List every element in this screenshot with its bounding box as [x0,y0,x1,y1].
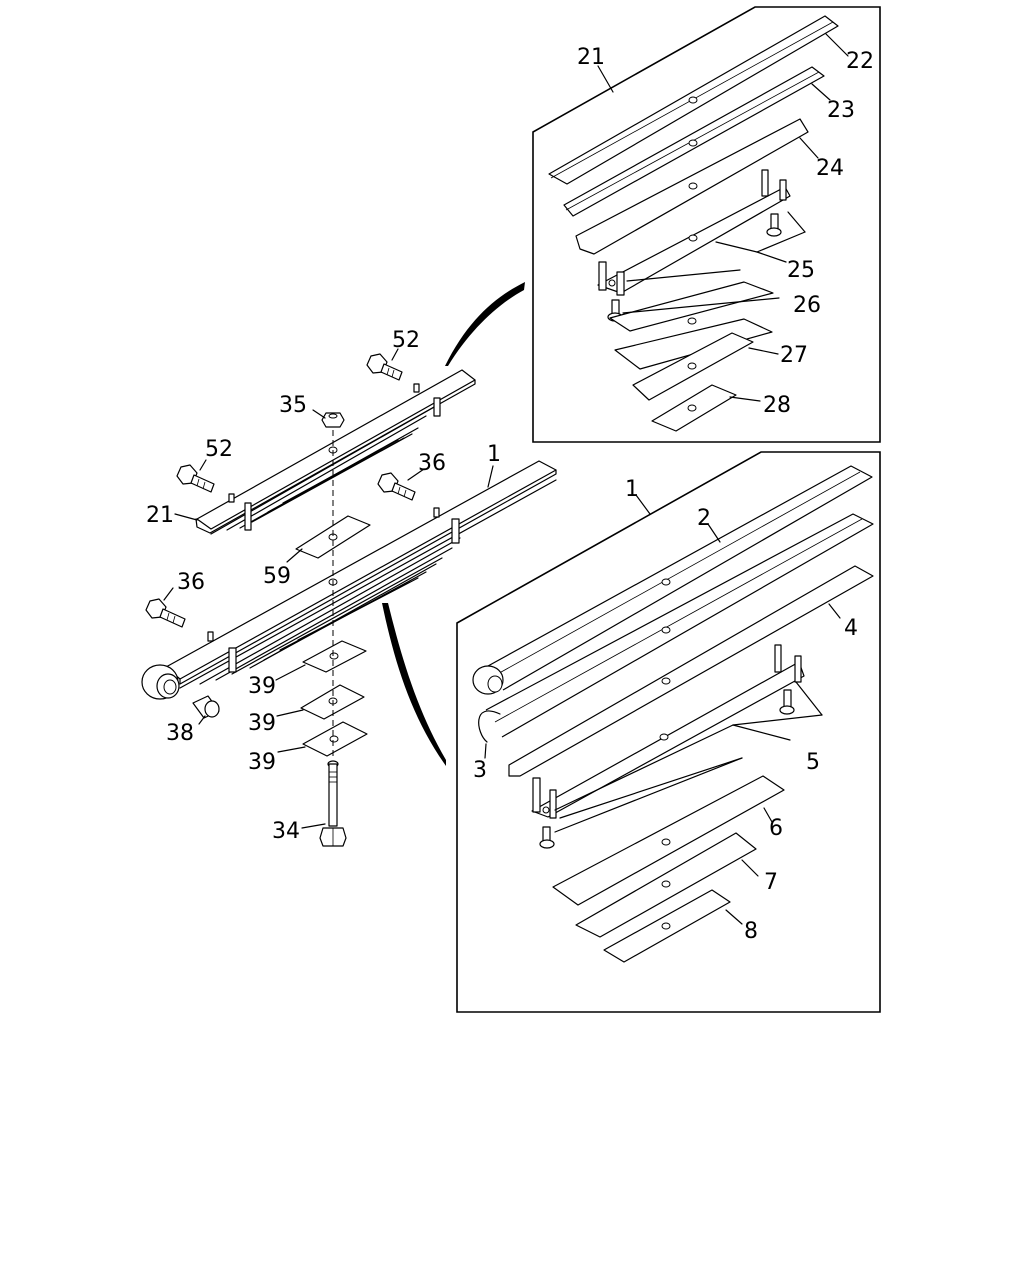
callout-8: 8 [744,919,758,944]
leaf-7 [575,832,757,938]
leaf-4 [508,565,874,777]
leaf-23 [563,66,825,217]
main-inset-frame [456,451,881,1013]
bolt-52-lower [176,464,215,493]
callout-35: 35 [279,393,307,418]
callout-21-inset: 21 [577,45,605,70]
leaf-6 [552,775,785,906]
callout-39-a: 39 [248,674,276,699]
bolt-36-lower [145,598,186,628]
leaf-24 [575,118,809,255]
callout-24: 24 [816,156,844,181]
leaf-2-with-eye [472,465,873,695]
shim-39-a [302,640,367,673]
callout-38: 38 [166,721,194,746]
callout-28: 28 [763,393,791,418]
main-spring-assembly [141,460,557,719]
bolt-36-upper [377,472,416,501]
callout-22: 22 [846,49,874,74]
leaf-28 [651,384,737,432]
bolt-52-upper [366,353,403,381]
helper-inset-leaders [597,33,849,402]
callout-36-lower: 36 [177,570,205,595]
callout-23: 23 [827,98,855,123]
callout-27: 27 [780,343,808,368]
helper-spring-inset [532,6,881,443]
leaf-22 [548,15,839,185]
helper-inset-frame [532,6,881,443]
callout-59: 59 [263,564,291,589]
leaf-5-with-clips [531,644,805,849]
callout-5: 5 [806,750,820,775]
callout-39-b: 39 [248,711,276,736]
callout-39-c: 39 [248,750,276,775]
callout-34: 34 [272,819,300,844]
leaf-8 [603,889,731,963]
left-leaders [163,348,494,829]
callout-36-upper: 36 [418,451,446,476]
upper-swoosh [445,282,525,366]
callout-1-main: 1 [487,442,501,467]
main-inset-leaders [484,494,841,925]
nut-35 [321,412,345,428]
helper-spring-assembly [176,353,476,535]
shim-39-c [302,721,368,757]
callout-52-upper: 52 [392,328,420,353]
leaf-27 [632,332,754,401]
callout-3: 3 [473,758,487,783]
leaf-3-with-eye [478,513,874,743]
bushing-38 [192,695,220,719]
lower-swoosh [382,603,446,766]
callout-21-main: 21 [146,503,174,528]
callout-7: 7 [764,870,778,895]
callout-1-inset: 1 [625,477,639,502]
callout-2: 2 [697,506,711,531]
main-spring-inset [456,451,881,1013]
callouts: 21 22 23 24 25 26 27 28 1 2 3 4 5 6 7 8 … [146,45,874,944]
spacer-59 [295,515,371,559]
callout-25: 25 [787,258,815,283]
callout-26: 26 [793,293,821,318]
callout-52-lower: 52 [205,437,233,462]
leaf-25-with-clips [597,169,791,322]
callout-4: 4 [844,616,858,641]
center-bolt-34 [319,760,347,847]
callout-6: 6 [769,816,783,841]
